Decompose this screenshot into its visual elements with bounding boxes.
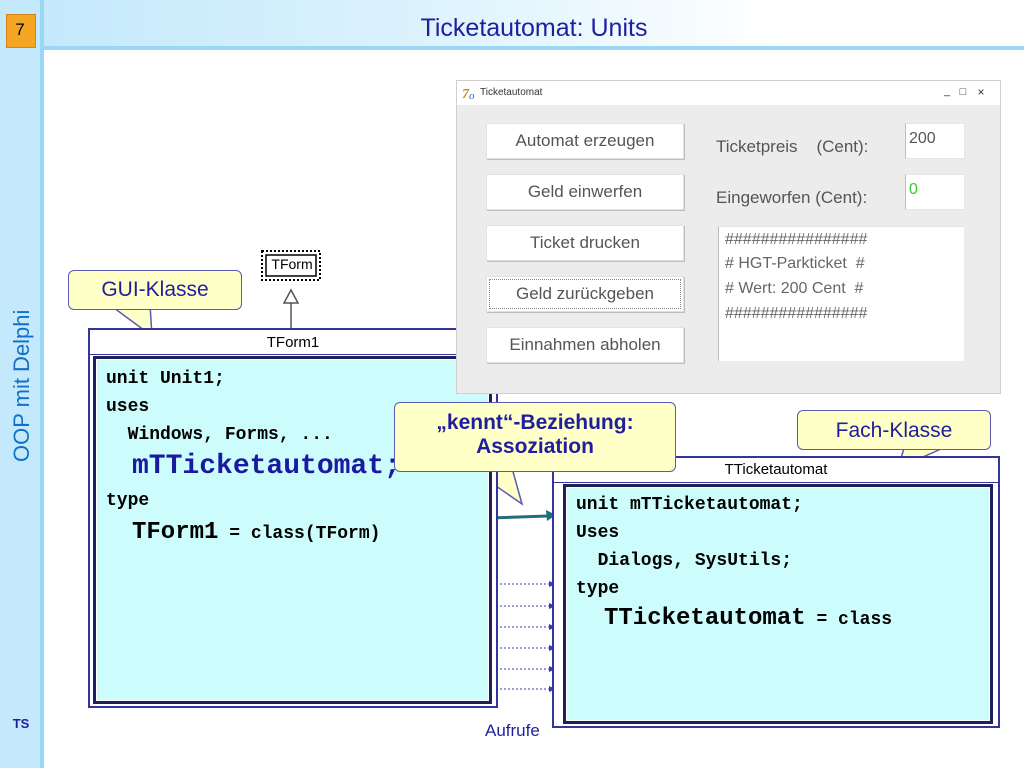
memo-line: ################: [725, 231, 868, 248]
uml-divider: [554, 482, 998, 483]
window-titlebar[interactable]: 7 o Ticketautomat _ □ ×: [457, 81, 1000, 105]
svg-text:o: o: [469, 90, 475, 101]
window-title: Ticketautomat: [480, 87, 543, 98]
tform-class-label: TForm: [271, 256, 313, 272]
class-name: TForm1: [132, 519, 219, 546]
ticketautomat-window: 7 o Ticketautomat _ □ × Automat erzeugen…: [456, 80, 1001, 394]
inheritance-arrowhead: [282, 288, 300, 304]
svg-text:7: 7: [462, 87, 470, 101]
slide-title: Ticketautomat: Units: [420, 14, 648, 42]
gui-class-callout: GUI-Klasse: [68, 270, 242, 310]
uml-divider: [90, 354, 496, 355]
inserted-amount-label: Eingeworfen (Cent):: [716, 188, 868, 207]
delphi-app-icon: 7 o: [461, 85, 477, 101]
code-line: type: [106, 491, 150, 511]
code-line: Dialogs, SysUtils;: [576, 551, 793, 571]
left-sidebar-edge: [40, 0, 44, 768]
ticket-price-value: 200: [909, 130, 936, 147]
collect-earnings-button[interactable]: Einnahmen abholen: [486, 327, 684, 363]
association-callout-line2: Assoziation: [476, 435, 594, 458]
class-name: TTicketautomat: [604, 605, 806, 632]
code-line: Windows, Forms, ...: [106, 425, 333, 445]
code-line: Uses: [576, 523, 620, 543]
inserted-amount-value: 0: [909, 181, 918, 198]
maximize-button[interactable]: □: [959, 86, 967, 98]
call-arrows: [496, 581, 556, 692]
code-line-highlight: mTTicketautomat;: [132, 451, 401, 482]
tform1-class-header: TForm1: [266, 334, 320, 351]
refund-money-button[interactable]: Geld zurückgeben: [486, 276, 684, 312]
code-line: unit Unit1;: [106, 369, 225, 389]
calls-label: Aufrufe: [485, 721, 540, 740]
association-callout-line1: „kennt“-Beziehung:: [436, 411, 634, 434]
minimize-button[interactable]: _: [943, 85, 951, 97]
left-sidebar-band: [0, 0, 40, 768]
ticket-output-memo[interactable]: ################ # HGT-Parkticket # # We…: [718, 226, 964, 361]
insert-money-button[interactable]: Geld einwerfen: [486, 174, 684, 210]
ticket-price-field[interactable]: 200: [905, 123, 965, 159]
ticket-price-label: Ticketpreis (Cent):: [716, 137, 869, 156]
print-ticket-button[interactable]: Ticket drucken: [486, 225, 684, 261]
code-line: uses: [106, 397, 150, 417]
title-band: [44, 0, 1024, 48]
class-decl: = class: [805, 610, 893, 630]
author-initials: TS: [12, 716, 30, 731]
association-arrowhead: [546, 510, 556, 521]
association-callout: „kennt“-Beziehung: Assoziation: [394, 402, 676, 472]
code-line: type: [576, 579, 620, 599]
tform-box-inner: [265, 254, 317, 277]
slide-number-box: [6, 14, 36, 48]
class-decl: = class(TForm): [218, 524, 381, 544]
slide-number: 7: [15, 20, 25, 39]
memo-line: # Wert: 200 Cent #: [725, 280, 864, 297]
memo-line: # HGT-Parkticket #: [725, 255, 865, 272]
inserted-amount-field[interactable]: 0: [905, 174, 965, 210]
domain-class-callout: Fach-Klasse: [797, 410, 991, 450]
title-rule: [44, 46, 1024, 50]
tticketautomat-class-header: TTicketautomat: [724, 461, 828, 478]
memo-line: ################: [725, 305, 868, 322]
association-line: [489, 514, 549, 520]
code-line: unit mTTicketautomat;: [576, 495, 803, 515]
close-button[interactable]: ×: [977, 85, 985, 99]
model-code-box: unit mTTicketautomat; Uses Dialogs, SysU…: [563, 484, 993, 724]
create-automat-button[interactable]: Automat erzeugen: [486, 123, 684, 159]
